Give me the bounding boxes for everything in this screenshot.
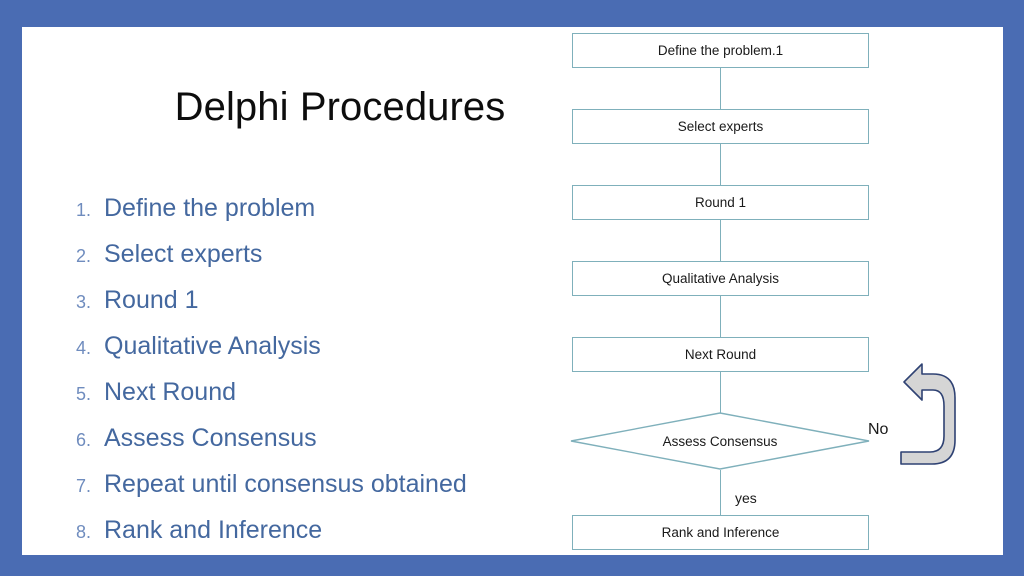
list-item-number: 5. — [76, 384, 92, 404]
list-item-label: Select experts — [104, 240, 263, 268]
list-item: 4. Qualitative Analysis — [74, 332, 574, 378]
list-item: 3. Round 1 — [74, 286, 574, 332]
list-item-label: Qualitative Analysis — [104, 332, 321, 360]
list-item-label: Round 1 — [104, 286, 199, 314]
list-item-number: 3. — [76, 292, 92, 312]
list-item-label: Next Round — [104, 378, 237, 406]
list-item-number: 2. — [76, 246, 92, 266]
list-item-label: Define the problem — [104, 194, 316, 222]
list-item: 2. Select experts — [74, 240, 574, 286]
procedure-list: 1. Define the problem 2. Select experts … — [74, 194, 574, 562]
list-item-label: Assess Consensus — [104, 424, 317, 452]
title-block: Delphi Procedures — [105, 85, 575, 129]
list-item-label: Repeat until consensus obtained — [104, 470, 467, 498]
list-item-number: 7. — [76, 476, 92, 496]
list-item-number: 6. — [76, 430, 92, 450]
list-item-number: 8. — [76, 522, 92, 542]
page-title: Delphi Procedures — [174, 85, 506, 129]
list-item-number: 1. — [76, 200, 92, 220]
list-item: 6. Assess Consensus — [74, 424, 574, 470]
slide-white-card: Delphi Procedures 1. Define the problem … — [22, 27, 1003, 555]
list-item-number: 4. — [76, 338, 92, 358]
list-item: 8. Rank and Inference — [74, 516, 574, 562]
list-item: 5. Next Round — [74, 378, 574, 424]
list-item: 7. Repeat until consensus obtained — [74, 470, 574, 516]
list-item: 1. Define the problem — [74, 194, 574, 240]
list-item-label: Rank and Inference — [104, 516, 323, 544]
